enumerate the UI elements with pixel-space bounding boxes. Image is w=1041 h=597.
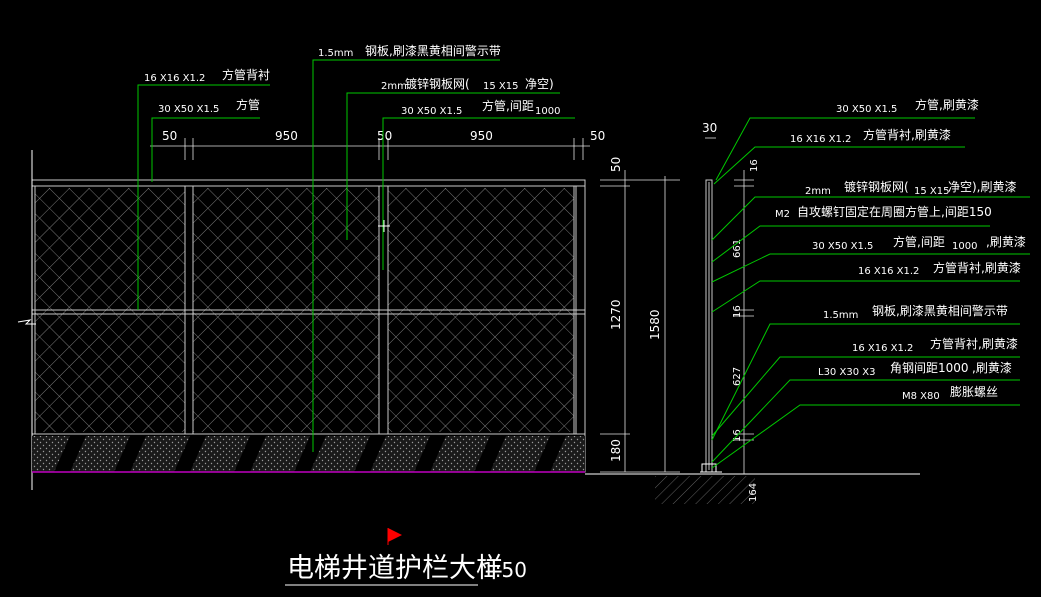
sec-label-3-size: 2mm [805,186,831,197]
sec-label-8-text: 方管背衬,刷黄漆 [930,336,1018,351]
sec-label-3-text: 镀锌钢板网( [844,180,909,194]
drawing-title: 电梯井道护栏大样 1:50 [285,528,527,586]
sec-label-2-size: 16 X16 X1.2 [790,134,851,145]
label-tube-size: 30 X50 X1.5 [158,104,219,115]
sec-label-6-size: 16 X16 X1.2 [858,266,919,277]
dim-right-1270: 1270 [609,299,623,330]
label-steel-plate-size: 1.5mm [318,48,353,59]
sec-label-3-tail: 净空),刷黄漆 [948,180,1017,194]
sec-label-8-size: 16 X16 X1.2 [852,343,913,354]
section-dimensions: 30 16 661 16 627 16 164 [702,121,760,502]
sec-label-7-text: 钢板,刷漆黑黄相间警示带 [872,303,1008,318]
label-steel-plate-text: 钢板,刷漆黑黄相间警示带 [365,43,501,58]
section-view: 30 16 661 16 627 16 164 30 X50 X1.5 方管,刷… [585,97,1030,504]
dim-right-180: 180 [609,439,623,462]
label-mesh-clear: 净空) [525,77,554,91]
right-dimensions: 50 1270 180 1580 [600,157,680,473]
sec-dim-16b: 16 [732,305,743,318]
ground-hatch [655,476,755,504]
label-mesh-text: 镀锌钢板网( [405,77,470,91]
sec-label-5-tail: ,刷黄漆 [986,235,1026,249]
label-mesh-spec: 15 X15 [483,81,518,92]
sec-label-2-text: 方管背衬,刷黄漆 [863,127,951,142]
dim-top-2: 950 [275,129,298,143]
sec-dim-30: 30 [702,121,717,135]
sec-label-5-spec: 1000 [952,241,977,252]
sec-label-4-text: 自攻螺钉固定在周圈方管上,间距150 [797,204,992,219]
dim-top-4: 950 [470,129,493,143]
label-tube2-text: 方管,间距 [482,98,534,113]
sec-dim-16a: 16 [749,159,760,172]
sec-dim-627: 627 [732,367,743,386]
sec-label-5-size: 30 X50 X1.5 [812,241,873,252]
label-liner-size: 16 X16 X1.2 [144,73,205,84]
sec-dim-164: 164 [748,483,759,502]
sec-label-9-size: L30 X30 X3 [818,367,875,378]
label-liner-text: 方管背衬 [222,67,270,82]
sec-label-10-text: 膨胀螺丝 [950,385,998,399]
sec-label-10-size: M8 X80 [902,391,940,402]
title-scale: 1:50 [482,558,527,582]
dim-top-1: 50 [162,129,177,143]
label-tube-text: 方管 [236,97,260,112]
elevation-view: 50 950 50 950 50 50 1270 180 1580 [17,43,680,490]
dim-top-3: 50 [377,129,392,143]
sec-label-7-size: 1.5mm [823,310,858,321]
sec-label-9-text: 角钢间距1000 [890,361,969,375]
section-leaders [711,117,1030,469]
title-main: 电梯井道护栏大样 [287,553,503,584]
sec-label-6-text: 方管背衬,刷黄漆 [933,260,1021,275]
flag-marker-icon [388,528,402,542]
section-labels: 30 X50 X1.5 方管,刷黄漆 16 X16 X1.2 方管背衬,刷黄漆 … [775,97,1026,402]
sec-dim-661: 661 [732,239,743,258]
sec-label-1-size: 30 X50 X1.5 [836,104,897,115]
sec-label-9-tail: ,刷黄漆 [972,361,1012,375]
kick-plate [32,436,585,473]
sec-label-5-text: 方管,间距 [893,234,945,249]
sec-label-4-size: M2 [775,209,790,220]
label-tube2-size: 30 X50 X1.5 [401,106,462,117]
dim-right-1580: 1580 [648,309,662,340]
elevation-leaders [137,59,575,452]
sec-label-1-text: 方管,刷黄漆 [915,97,979,112]
elevation-labels: 1.5mm 钢板,刷漆黑黄相间警示带 16 X16 X1.2 方管背衬 30 X… [144,43,560,117]
dim-right-50: 50 [609,157,623,172]
dim-top-5: 50 [590,129,605,143]
top-dimensions: 50 950 50 950 50 [150,129,605,160]
label-tube2-spacing: 1000 [535,106,560,117]
section-post [700,179,722,473]
label-mesh-size: 2mm [381,81,407,92]
sec-label-3-spec: 15 X15 [914,186,949,197]
